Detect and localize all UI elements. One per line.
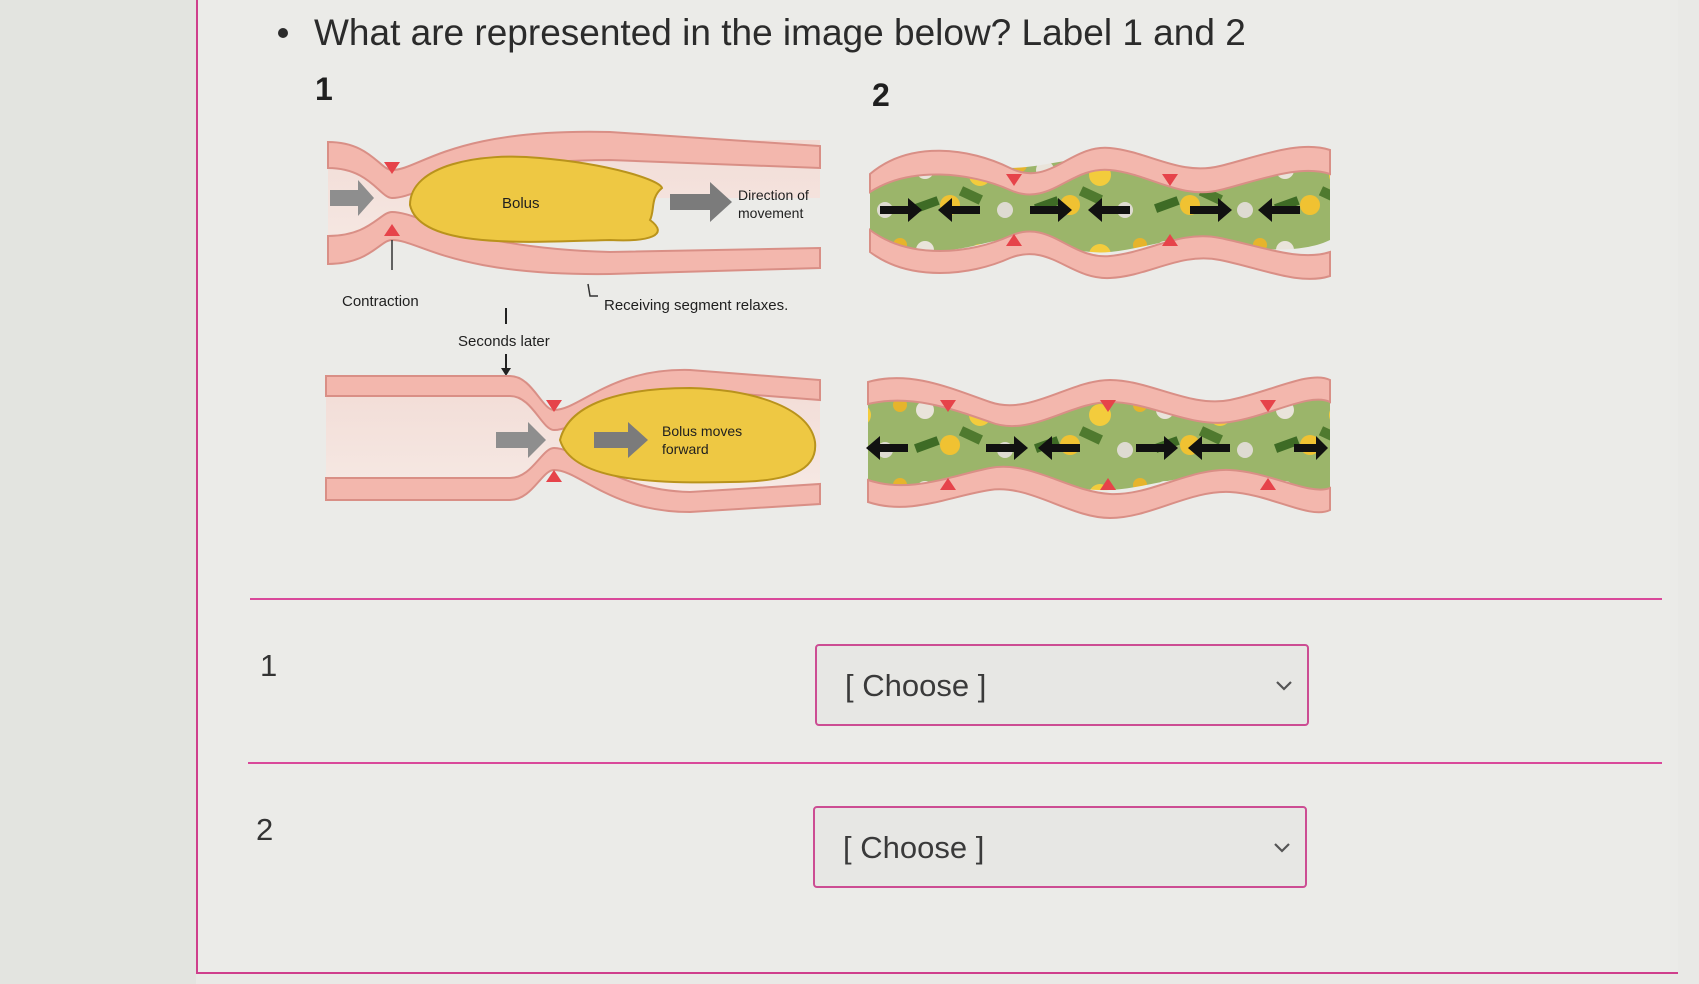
- chevron-down-icon: [1274, 843, 1290, 853]
- answer-select-2-value: [ Choose ]: [843, 830, 985, 865]
- panel-1-label: 1: [315, 71, 333, 107]
- segmentation-top: [869, 145, 1331, 280]
- answer-number-1: 1: [260, 648, 278, 683]
- bullet: [278, 28, 288, 38]
- left-gutter: [0, 0, 196, 984]
- bolus-moves-label-1: Bolus moves: [662, 423, 742, 439]
- separator-1: [250, 598, 1662, 600]
- separator-2: [248, 762, 1662, 764]
- peristalsis-bottom: [325, 368, 821, 514]
- question-text: What are represented in the image below?…: [314, 12, 1246, 53]
- segmentation-bottom: [866, 376, 1331, 520]
- chevron-down-icon: [1276, 681, 1292, 691]
- panel-2-label: 2: [872, 77, 890, 113]
- seconds-later-label: Seconds later: [458, 333, 550, 350]
- answer-select-1-value: [ Choose ]: [845, 668, 987, 703]
- peristalsis-top: [327, 130, 821, 276]
- direction-label-1: Direction of: [738, 187, 809, 203]
- receiving-label: Receiving segment relaxes.: [604, 297, 788, 314]
- digestion-figure: 1 2 Bolus Direction of movement Contract…: [315, 71, 1331, 520]
- answer-number-2: 2: [256, 812, 274, 847]
- contraction-label: Contraction: [342, 293, 419, 310]
- answer-select-1[interactable]: [ Choose ]: [815, 644, 1309, 726]
- answer-select-2[interactable]: [ Choose ]: [813, 806, 1307, 888]
- bolus-moves-label-2: forward: [662, 441, 709, 457]
- direction-label-2: movement: [738, 205, 803, 221]
- bolus-label: Bolus: [502, 195, 540, 212]
